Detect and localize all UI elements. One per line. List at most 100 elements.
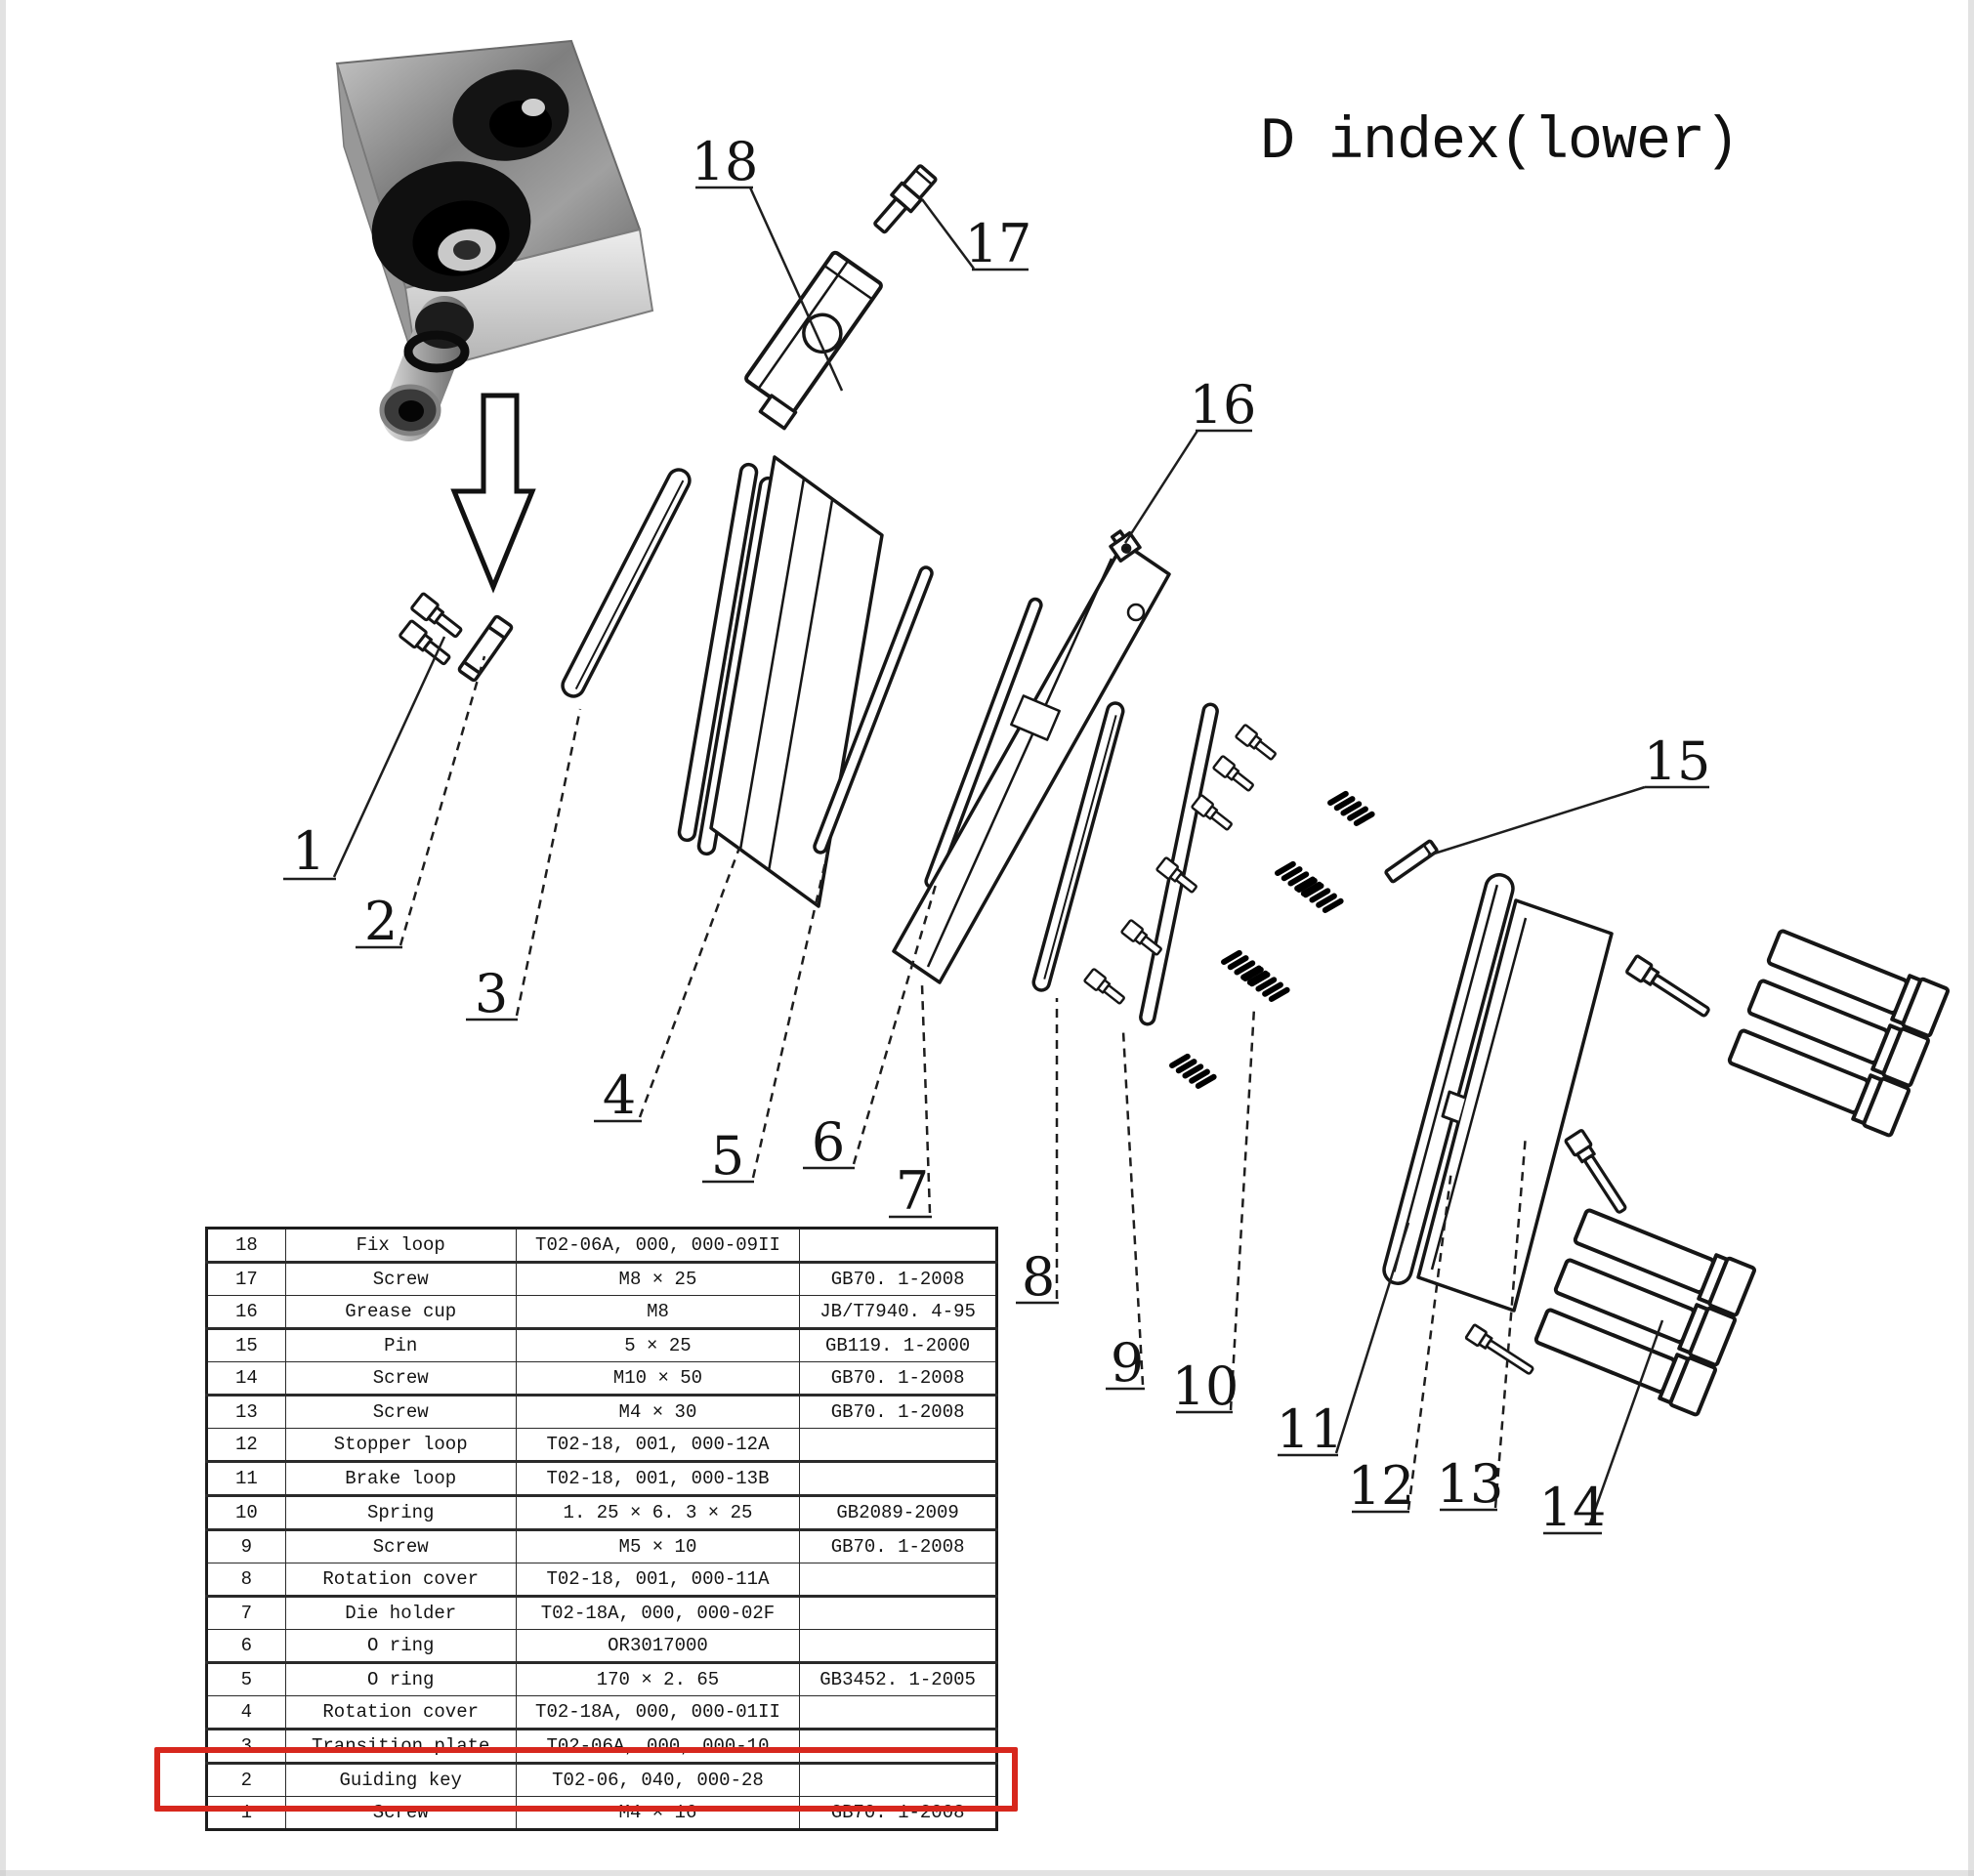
cell-spec: T02-18, 001, 000-12A xyxy=(515,1428,801,1463)
cell-std: GB70. 1-2008 xyxy=(799,1361,997,1397)
part-2-guiding-key xyxy=(457,614,514,683)
cell-std xyxy=(799,1461,997,1497)
cell-spec: T02-18, 001, 000-13B xyxy=(515,1461,801,1497)
part-8-rotation-cover xyxy=(1031,701,1125,992)
part-4-rotation-cover xyxy=(677,455,884,908)
leader-7 xyxy=(920,983,932,1214)
cell-name: Rotation cover xyxy=(284,1695,517,1730)
cell-name: Grease cup xyxy=(284,1295,517,1330)
callout-12: 12 xyxy=(1348,1455,1415,1517)
cell-name: Screw xyxy=(284,1529,517,1563)
leader-12 xyxy=(1407,1169,1453,1511)
leader-16 xyxy=(1123,430,1199,544)
part-7-die-holder xyxy=(892,541,1171,984)
callout-11: 11 xyxy=(1277,1398,1344,1460)
leader-17 xyxy=(920,198,976,270)
leader-5 xyxy=(751,853,829,1179)
leader-15 xyxy=(1427,785,1646,857)
cell-no: 5 xyxy=(206,1662,286,1696)
callout-16: 16 xyxy=(1190,374,1257,436)
cell-std xyxy=(799,1596,997,1630)
cell-no: 12 xyxy=(206,1428,286,1463)
cell-name: Screw xyxy=(284,1361,517,1397)
cell-no: 11 xyxy=(206,1461,286,1497)
cell-no: 13 xyxy=(206,1395,286,1429)
leader-14 xyxy=(1588,1319,1664,1524)
scan-edge-right xyxy=(1968,0,1974,1876)
cell-std xyxy=(799,1629,997,1664)
callout-17: 17 xyxy=(965,213,1032,274)
part-5-o-ring xyxy=(813,565,934,855)
cell-no: 6 xyxy=(206,1629,286,1664)
part-16-grease-cup xyxy=(1109,529,1142,563)
callout-4: 4 xyxy=(603,1064,636,1126)
cell-spec: M10 × 50 xyxy=(515,1361,801,1397)
leader-11 xyxy=(1334,1222,1410,1454)
part-1-screws xyxy=(398,591,467,671)
cell-spec: 170 × 2. 65 xyxy=(515,1662,801,1696)
cell-std: GB70. 1-2008 xyxy=(799,1395,997,1429)
callout-8: 8 xyxy=(1022,1246,1055,1308)
callout-5: 5 xyxy=(711,1125,744,1187)
part-11-brake-loop xyxy=(1382,873,1515,1285)
scan-edge-left xyxy=(0,0,6,1876)
cell-spec: T02-18A, 000, 000-02F xyxy=(515,1596,801,1630)
cell-name: Spring xyxy=(284,1495,517,1531)
cell-spec: M4 × 30 xyxy=(515,1395,801,1429)
callout-3: 3 xyxy=(475,963,508,1024)
cell-no: 16 xyxy=(206,1295,286,1330)
cell-name: Die holder xyxy=(284,1596,517,1630)
cell-no: 10 xyxy=(206,1495,286,1531)
cell-no: 1 xyxy=(206,1796,286,1830)
cell-std xyxy=(799,1695,997,1730)
cell-std xyxy=(799,1763,997,1797)
cell-name: Pin xyxy=(284,1328,517,1362)
cell-std xyxy=(799,1228,997,1264)
callout-10: 10 xyxy=(1172,1355,1239,1417)
cell-no: 15 xyxy=(206,1328,286,1362)
scan-edge-bottom xyxy=(0,1870,1974,1876)
leader-2 xyxy=(399,655,486,946)
callout-2: 2 xyxy=(364,891,398,952)
cell-name: Brake loop xyxy=(284,1461,517,1497)
callout-13: 13 xyxy=(1437,1453,1504,1515)
leader-6 xyxy=(852,884,938,1165)
page-title: D index(lower) xyxy=(1260,109,1740,176)
cell-spec: 5 × 25 xyxy=(515,1328,801,1362)
cell-std: JB/T7940. 4-95 xyxy=(799,1295,997,1330)
part-photo xyxy=(335,39,654,441)
cell-std xyxy=(799,1563,997,1598)
cell-spec: M8 xyxy=(515,1295,801,1330)
part-18-fix-loop xyxy=(744,250,883,431)
cell-no: 2 xyxy=(206,1763,286,1797)
callout-15: 15 xyxy=(1644,730,1711,792)
cell-std: GB119. 1-2000 xyxy=(799,1328,997,1362)
callout-labels: 1 2 3 4 5 6 7 8 9 10 11 12 13 1 xyxy=(283,131,1710,1538)
leader-10 xyxy=(1229,1007,1256,1411)
callout-9: 9 xyxy=(1111,1332,1144,1394)
part-15-pin xyxy=(1384,839,1439,884)
leader-18 xyxy=(748,187,844,392)
part-10-springs xyxy=(1172,790,1372,1091)
callout-1: 1 xyxy=(292,820,325,882)
cell-no: 8 xyxy=(206,1563,286,1598)
leader-1 xyxy=(332,636,446,878)
callout-14: 14 xyxy=(1539,1477,1607,1538)
cell-no: 7 xyxy=(206,1596,286,1630)
cell-std: GB2089-2009 xyxy=(799,1495,997,1531)
callout-7: 7 xyxy=(896,1160,929,1222)
cell-spec: 1. 25 × 6. 3 × 25 xyxy=(515,1495,801,1531)
cell-name: Transition plate xyxy=(284,1729,517,1765)
